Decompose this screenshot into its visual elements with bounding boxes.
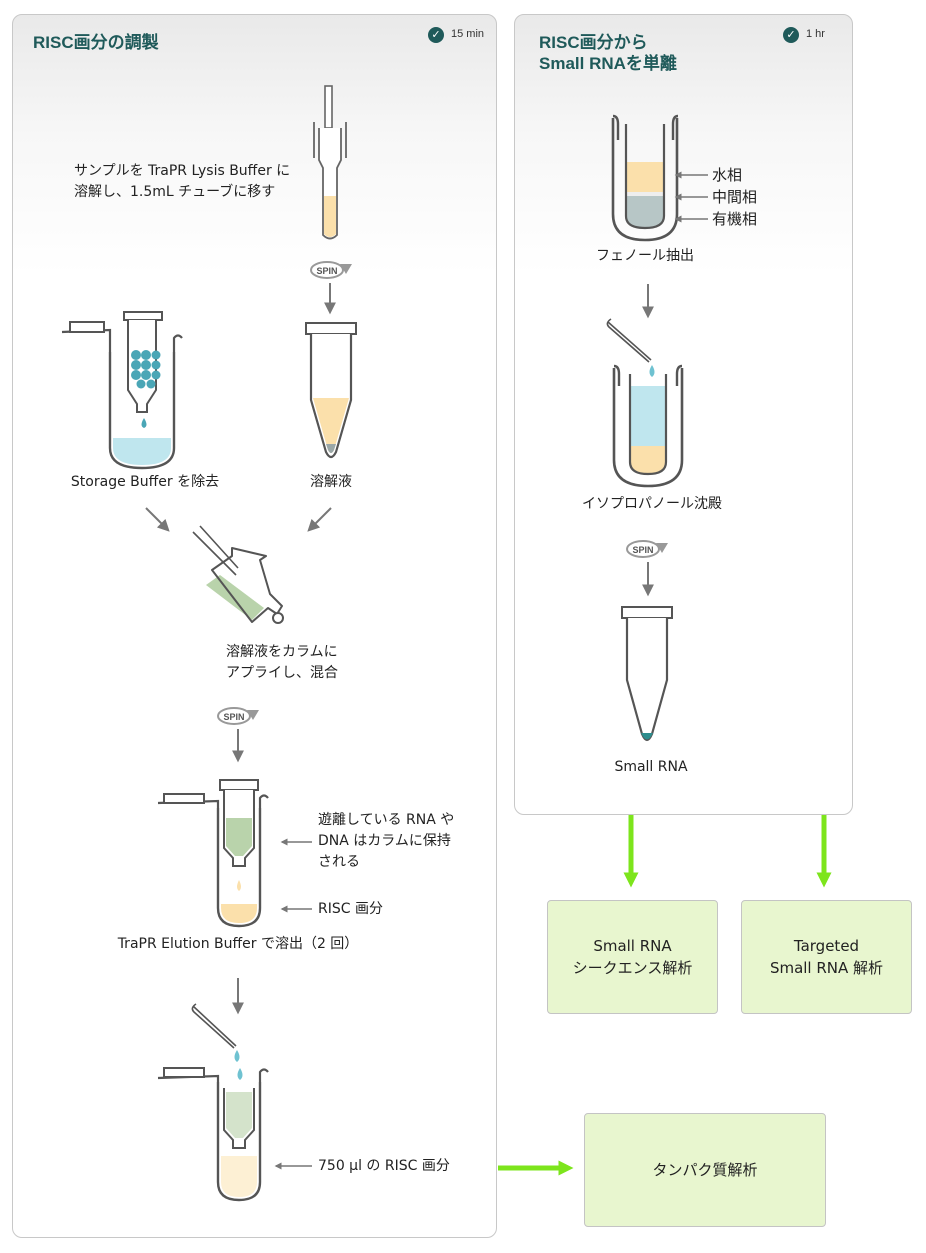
- homogenizer-icon: [313, 85, 347, 240]
- check-icon: ✓: [783, 27, 799, 43]
- right-panel-time: 1 hr: [806, 28, 825, 40]
- final-risc-label: 750 µl の RISC 画分: [318, 1158, 450, 1174]
- step-phenol-label: フェノール抽出: [596, 248, 694, 264]
- flow-arrow: [145, 507, 170, 532]
- output-targeted-line1: Targeted: [793, 937, 860, 955]
- left-panel-title: RISC画分の調製: [33, 33, 159, 52]
- spin-column-icon: [61, 311, 183, 470]
- spin-label: SPIN: [316, 266, 337, 276]
- tilted-column-icon: [192, 525, 284, 624]
- aqueous-phase-label: 水相: [712, 166, 743, 184]
- microtube-icon: [305, 322, 357, 459]
- output-protein-label: タンパク質解析: [652, 1161, 758, 1179]
- column-tube-icon: [157, 779, 269, 928]
- step-dissolve-line2: 溶解し、1.5mL チューブに移す: [74, 184, 276, 200]
- organic-phase-label: 有機相: [712, 210, 758, 228]
- output-targeted-line2: Small RNA 解析: [769, 959, 884, 977]
- right-panel-title-line1: RISC画分から: [539, 33, 648, 52]
- left-panel: [12, 14, 497, 1238]
- right-panel-title-line2: Small RNAを単離: [539, 54, 677, 73]
- retained-note-line3: される: [318, 854, 360, 870]
- step-storage-label: Storage Buffer を除去: [70, 474, 220, 490]
- flow-arrow: [307, 507, 332, 532]
- elution-tube-icon: [157, 1003, 269, 1202]
- spin-icon: SPIN: [626, 540, 668, 558]
- spin-icon: SPIN: [310, 261, 352, 279]
- output-box-protein: タンパク質解析: [584, 1113, 826, 1227]
- output-box-sequencing: Small RNA シークエンス解析: [547, 900, 718, 1014]
- step-apply-line2: アプライし、混合: [226, 665, 338, 681]
- check-icon: ✓: [428, 27, 444, 43]
- precipitation-tube-icon: [606, 318, 684, 488]
- step-isopropanol-label: イソプロパノール沈殿: [582, 496, 722, 512]
- step-elution-label: TraPR Elution Buffer で溶出（2 回）: [117, 936, 359, 952]
- step-apply-line1: 溶解液をカラムに: [226, 644, 338, 660]
- left-panel-time: 15 min: [451, 28, 485, 40]
- output-box-targeted: Targeted Small RNA 解析: [741, 900, 912, 1014]
- spin-label: SPIN: [223, 712, 244, 722]
- step-small-rna-label: Small RNA: [614, 759, 688, 775]
- retained-note-line2: DNA はカラムに保持: [318, 833, 451, 849]
- right-panel: [514, 14, 853, 815]
- output-sequencing-line2: シークエンス解析: [572, 959, 693, 977]
- risc-fraction-label: RISC 画分: [318, 901, 383, 917]
- step-dissolve-line1: サンプルを TraPR Lysis Buffer に: [74, 163, 291, 179]
- output-sequencing-line1: Small RNA: [593, 937, 672, 955]
- phase-tube-icon: [611, 114, 679, 242]
- spin-icon: SPIN: [217, 707, 259, 725]
- interphase-label: 中間相: [712, 188, 758, 206]
- step-lysate-label: 溶解液: [310, 474, 352, 490]
- retained-note-line1: 遊離している RNA や: [318, 812, 455, 828]
- spin-label: SPIN: [632, 545, 653, 555]
- pellet-tube-icon: [621, 606, 673, 742]
